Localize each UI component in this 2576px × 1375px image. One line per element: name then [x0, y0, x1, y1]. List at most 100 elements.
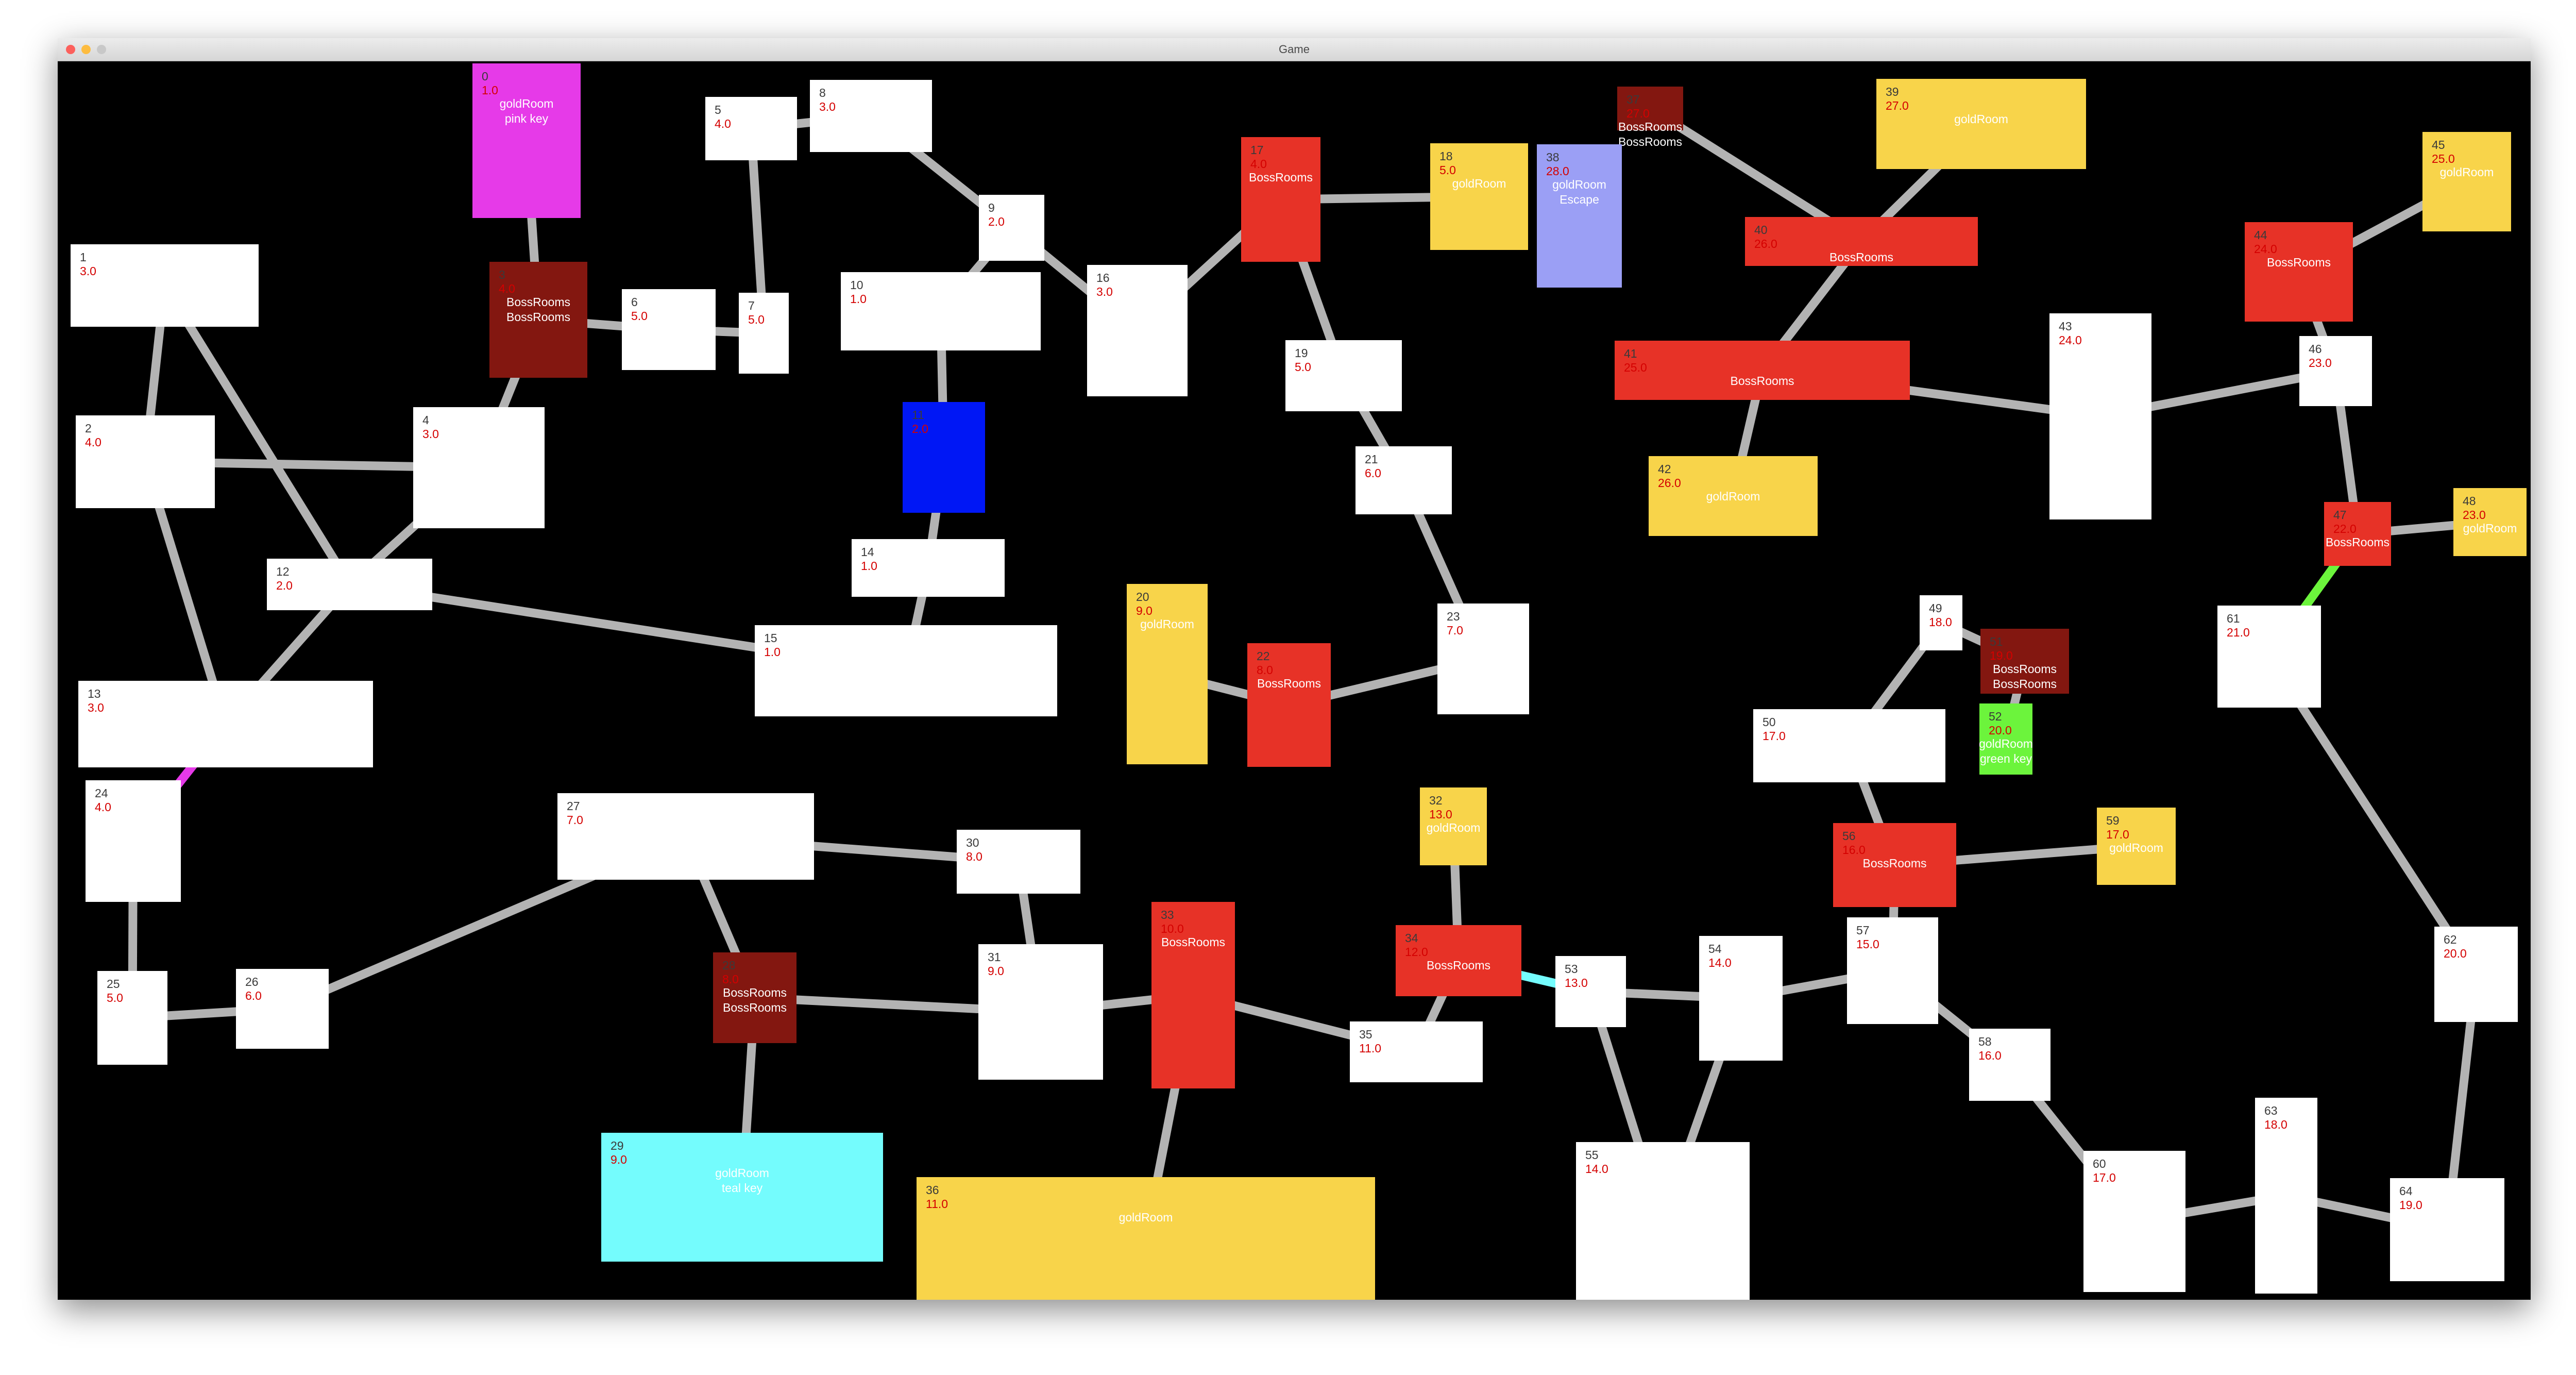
room-value-label: 23.0: [2463, 508, 2486, 522]
room-value-label: 26.0: [1754, 237, 1777, 250]
room-value-label: 13.0: [1565, 976, 1588, 990]
room-type-labels: BossRooms: [2283, 535, 2432, 550]
room-value-label: 15.0: [1856, 937, 1879, 951]
room-type-labels: goldRoom: [1389, 176, 1569, 191]
room-type-label: BossRooms: [723, 1001, 787, 1014]
room-type-labels: BossRooms: [1200, 170, 1362, 185]
corridor-1-12: [161, 283, 353, 587]
room-type-labels: goldRoom green key: [1938, 736, 2074, 766]
room-value-label: 17.0: [1762, 729, 1786, 743]
room-value-label: 18.0: [2264, 1118, 2287, 1131]
room-id-label: 57: [1856, 924, 1870, 937]
minimize-button[interactable]: [81, 45, 91, 54]
close-button[interactable]: [66, 45, 75, 54]
room-id-label: 36: [926, 1183, 939, 1197]
room-type-labels: BossRooms: [1704, 250, 2019, 265]
room-type-label: BossRooms: [1730, 374, 1794, 388]
room-id-label: 54: [1708, 942, 1722, 955]
room-value-label: 4.0: [715, 117, 731, 130]
room-type-label: BossRooms: [1862, 857, 1927, 870]
zoom-button[interactable]: [97, 45, 106, 54]
room-type-label: Escape: [1560, 193, 1599, 206]
room-value-label: 1.0: [850, 292, 867, 306]
title-bar[interactable]: Game: [58, 38, 2531, 61]
room-id-label: 10: [850, 278, 863, 292]
room-type-label: goldRoom: [1979, 737, 2033, 750]
room-type-label: goldRoom: [2439, 165, 2494, 179]
room-type-labels: goldRoom: [1835, 112, 2127, 127]
room-type-label: BossRooms: [1829, 250, 1893, 264]
room-id-label: 49: [1929, 601, 1942, 615]
room-type-label: green key: [1979, 752, 2032, 765]
room-value-label: 19.0: [2399, 1198, 2422, 1212]
